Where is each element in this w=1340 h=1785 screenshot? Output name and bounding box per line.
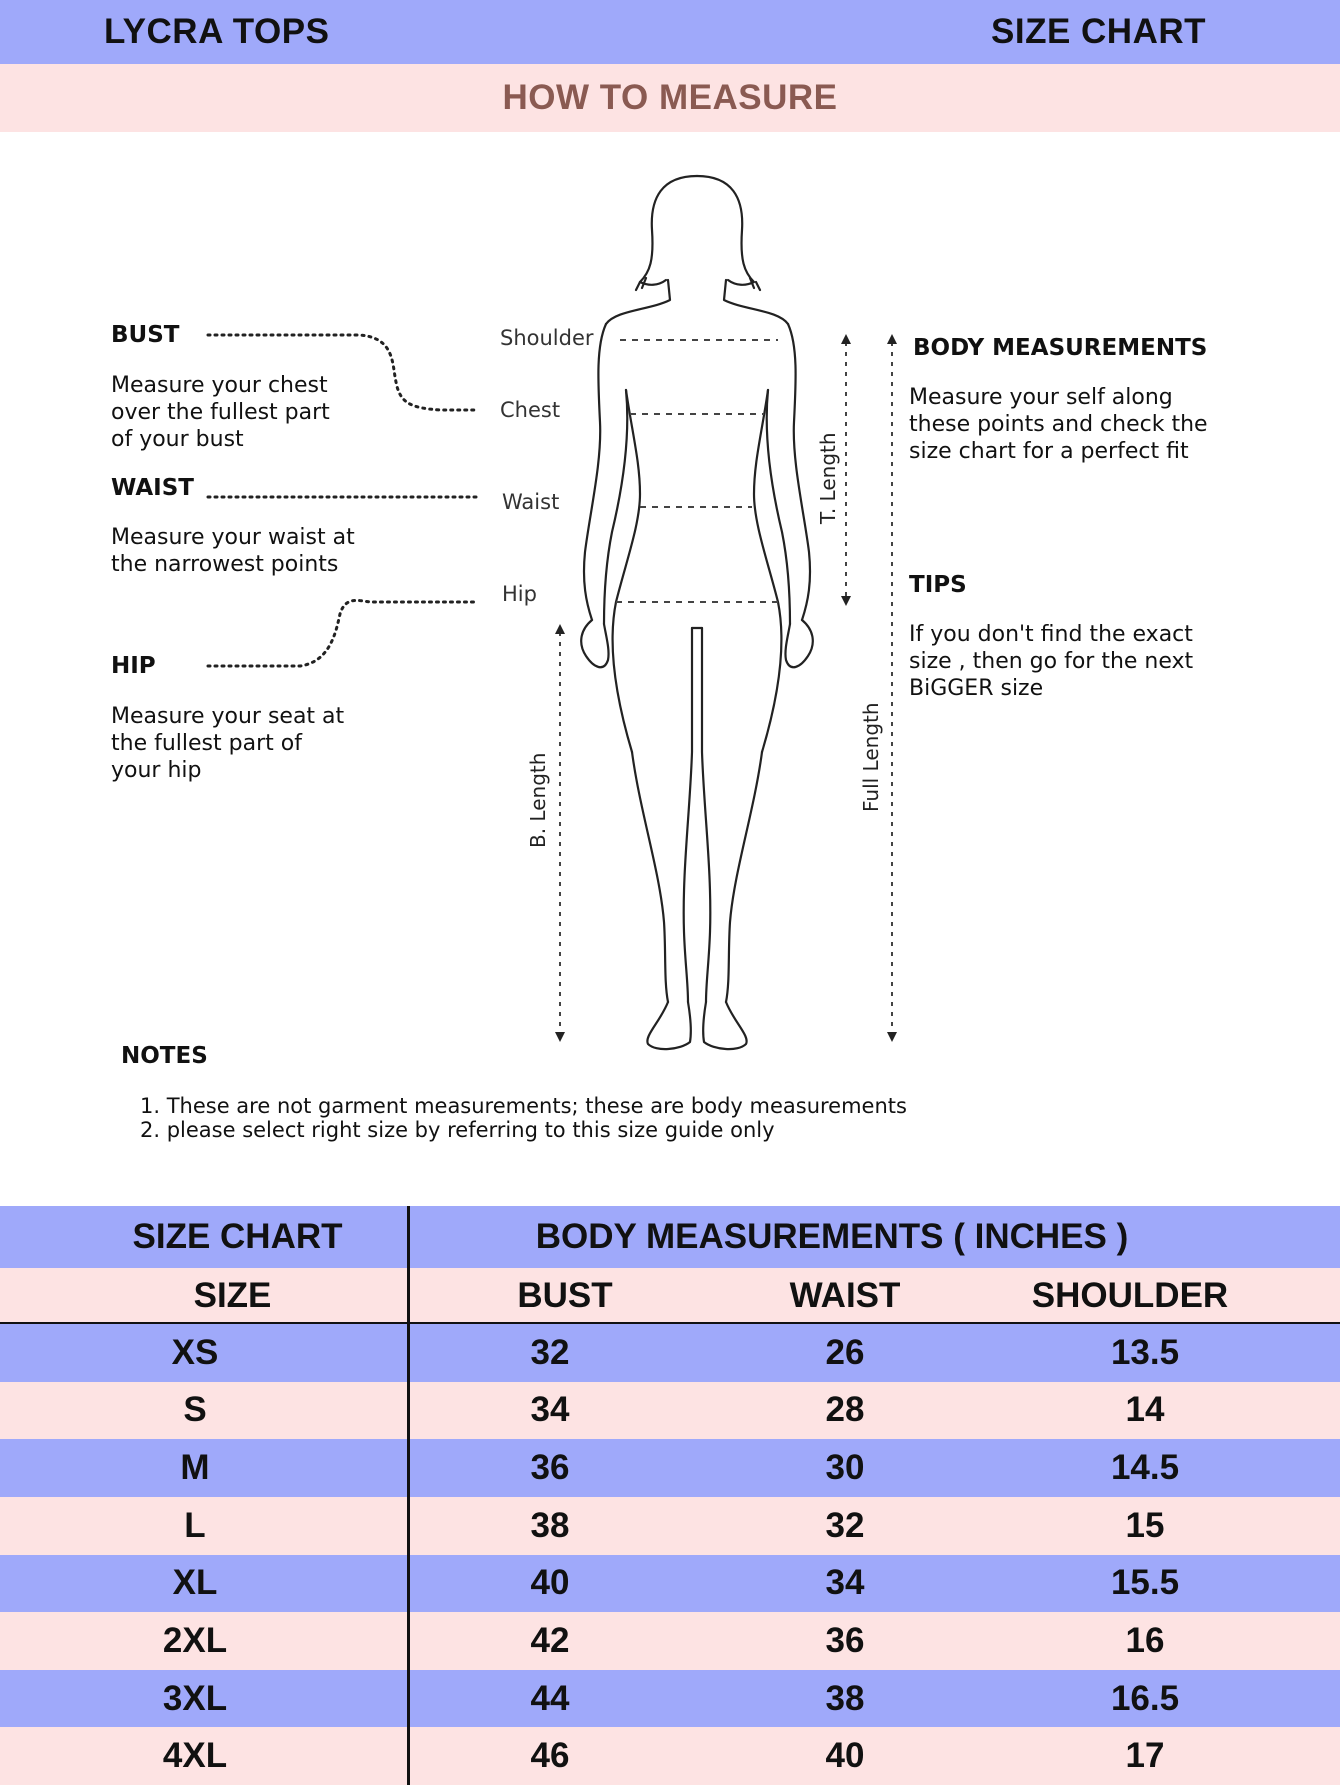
bust-cell: 40 (530, 1563, 570, 1603)
how-to-measure-bar: HOW TO MEASURE (0, 64, 1340, 132)
table-row: 3XL 44 38 16.5 (0, 1669, 1340, 1728)
note-item: 2. please select right size by referring… (140, 1118, 775, 1142)
bust-cell: 46 (530, 1736, 570, 1776)
header-divider-line (0, 1322, 1340, 1324)
table-title-right: BODY MEASUREMENTS ( INCHES ) (535, 1217, 1129, 1256)
shoulder-point-label: Shoulder (500, 326, 594, 350)
size-cell: 3XL (162, 1678, 228, 1718)
shoulder-cell: 14 (1125, 1390, 1165, 1430)
table-title-left: SIZE CHART (132, 1217, 343, 1256)
t-length-label: T. Length (816, 432, 840, 524)
size-cell: 4XL (162, 1736, 228, 1776)
shoulder-cell: 13.5 (1110, 1332, 1180, 1372)
body-figure-illustration (206, 174, 897, 1051)
waist-point-label: Waist (502, 490, 560, 514)
waist-label: WAIST (111, 475, 194, 501)
full-length-label: Full Length (859, 702, 883, 812)
bust-cell: 38 (530, 1505, 570, 1545)
header-bar: LYCRA TOPS SIZE CHART (0, 0, 1340, 64)
size-chart-title: SIZE CHART (991, 12, 1206, 51)
bust-cell: 44 (530, 1678, 570, 1718)
bust-cell: 36 (530, 1448, 570, 1488)
waist-cell: 28 (825, 1390, 865, 1430)
waist-cell: 40 (825, 1736, 865, 1776)
table-row: XS 32 26 13.5 (0, 1324, 1340, 1382)
shoulder-cell: 15.5 (1110, 1563, 1180, 1603)
column-divider-line (407, 1206, 410, 1785)
hip-description: Measure your seat at the fullest part of… (111, 704, 345, 783)
measurement-guide: BUST Measure your chest over the fullest… (0, 132, 1340, 1206)
tips-label: TIPS (909, 572, 967, 598)
shoulder-cell: 15 (1125, 1505, 1165, 1545)
size-cell: XL (172, 1563, 218, 1603)
body-measurements-label: BODY MEASUREMENTS (913, 335, 1208, 361)
waist-cell: 32 (825, 1505, 865, 1545)
column-header-waist: WAIST (789, 1275, 901, 1315)
table-row: 4XL 46 40 17 (0, 1727, 1340, 1785)
size-cell: L (184, 1505, 206, 1545)
table-header-row: SIZE BUST WAIST SHOULDER (0, 1268, 1340, 1323)
waist-description: Measure your waist at the narrowest poin… (111, 525, 355, 577)
size-cell: M (180, 1448, 210, 1488)
waist-cell: 38 (825, 1678, 865, 1718)
how-to-measure-title: HOW TO MEASURE (502, 78, 838, 117)
shoulder-cell: 14.5 (1110, 1448, 1180, 1488)
column-header-shoulder: SHOULDER (1031, 1275, 1229, 1315)
waist-cell: 34 (825, 1563, 865, 1603)
waist-cell: 36 (825, 1620, 865, 1660)
bust-label: BUST (111, 322, 180, 348)
bust-cell: 32 (530, 1332, 570, 1372)
shoulder-cell: 16 (1125, 1620, 1165, 1660)
bust-cell: 42 (530, 1620, 570, 1660)
b-length-label: B. Length (526, 752, 550, 848)
body-measurements-description: Measure your self along these points and… (909, 385, 1208, 464)
table-row: XL 40 34 15.5 (0, 1554, 1340, 1613)
hip-label: HIP (111, 653, 156, 679)
column-header-bust: BUST (517, 1275, 613, 1315)
chest-point-label: Chest (500, 398, 561, 422)
bust-cell: 34 (530, 1390, 570, 1430)
size-cell: XS (171, 1332, 219, 1372)
table-row: S 34 28 14 (0, 1381, 1340, 1440)
size-cell: S (183, 1390, 207, 1430)
waist-cell: 26 (825, 1332, 865, 1372)
hip-point-label: Hip (502, 582, 537, 606)
size-chart-table: SIZE CHART BODY MEASUREMENTS ( INCHES ) … (0, 1206, 1340, 1785)
product-title: LYCRA TOPS (104, 12, 330, 51)
tips-description: If you don't find the exact size , then … (909, 622, 1194, 701)
size-cell: 2XL (162, 1620, 228, 1660)
note-item: 1. These are not garment measurements; t… (140, 1094, 907, 1118)
table-row: M 36 30 14.5 (0, 1439, 1340, 1497)
bust-description: Measure your chest over the fullest part… (111, 373, 330, 452)
waist-cell: 30 (825, 1448, 865, 1488)
table-row: L 38 32 15 (0, 1496, 1340, 1555)
table-title-row: SIZE CHART BODY MEASUREMENTS ( INCHES ) (0, 1206, 1340, 1268)
notes-label: NOTES (121, 1043, 208, 1069)
shoulder-cell: 17 (1125, 1736, 1165, 1776)
shoulder-cell: 16.5 (1110, 1678, 1180, 1718)
table-row: 2XL 42 36 16 (0, 1612, 1340, 1670)
column-header-size: SIZE (193, 1275, 272, 1315)
